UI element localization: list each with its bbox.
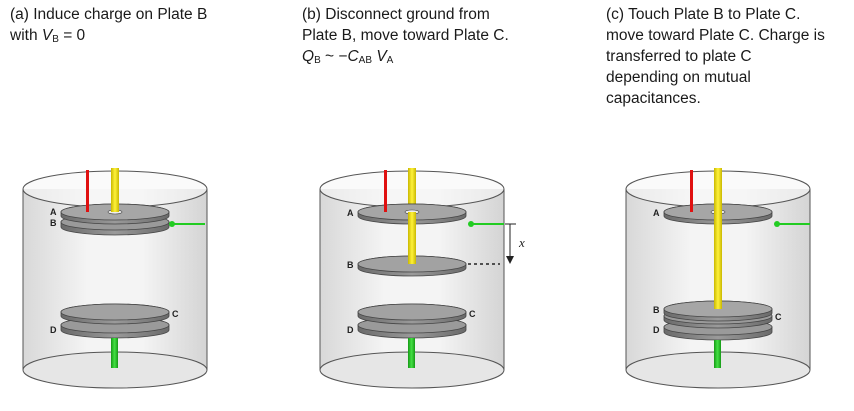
label-plate-d: D [347,325,354,335]
caption-panel-a: (a) Induce charge on Plate B with VB = 0 [10,4,207,50]
var-v: V [376,48,387,65]
caption-c-line-2: move toward Plate C. Charge is [606,27,825,44]
caption-a-text: with [10,27,42,44]
ground-rod-green [714,340,721,368]
caption-a-line-2: with VB = 0 [10,25,207,50]
panel-a: A B C D [22,168,208,389]
x-arrow-head [506,256,514,264]
rod-red [384,170,387,212]
var-v: V [41,27,53,44]
caption-panel-c: (c) Touch Plate B to Plate C. move towar… [606,4,825,109]
plate-b [357,255,467,277]
plate-c [60,303,170,325]
sub-a: A [386,55,394,66]
ground-rod-green [408,338,415,368]
rod-red [690,170,693,212]
var-c: C [347,48,359,65]
label-plate-b: B [347,260,354,270]
approx-minus: ~ − [320,48,348,65]
caption-b-line-2: Plate B, move toward Plate C. [302,27,509,44]
caption-a-line-1: (a) Induce charge on Plate B [10,6,208,23]
caption-b-line-1: (b) Disconnect ground from [302,6,490,23]
label-plate-b: B [653,305,660,315]
wire-contact [468,221,474,227]
label-plate-a: A [347,208,354,218]
rod-yellow [714,168,722,309]
caption-c-line-1: (c) Touch Plate B to Plate C. [606,6,801,23]
plate-c [357,303,467,325]
sub-b: B [52,34,59,45]
label-plate-a: A [50,207,57,217]
caption-c-line-3: transferred to plate C [606,48,752,65]
panel-b: x A B C D [319,168,525,389]
caption-c-line-4: depending on mutual [606,69,751,86]
var-q: Q [302,48,315,65]
caption-a-eq: = 0 [58,27,86,44]
panel-c: A B C D [625,168,811,389]
rod-red [86,170,89,212]
sub-b: B [314,55,321,66]
label-plate-c: C [172,309,179,319]
label-plate-d: D [50,325,57,335]
rod-yellow [111,168,119,212]
wire-contact [169,221,175,227]
label-plate-a: A [653,208,660,218]
label-plate-d: D [653,325,660,335]
caption-b-formula: QB ~ −CAB VA [302,46,509,71]
caption-panel-b: (b) Disconnect ground from Plate B, move… [302,4,509,71]
label-displacement-x: x [518,235,525,250]
ground-rod-green [111,338,118,368]
label-plate-c: C [775,312,782,322]
sub-ab: AB [358,55,372,66]
caption-c-line-5: capacitances. [606,90,701,107]
label-plate-b: B [50,218,57,228]
label-plate-c: C [469,309,476,319]
wire-contact [774,221,780,227]
